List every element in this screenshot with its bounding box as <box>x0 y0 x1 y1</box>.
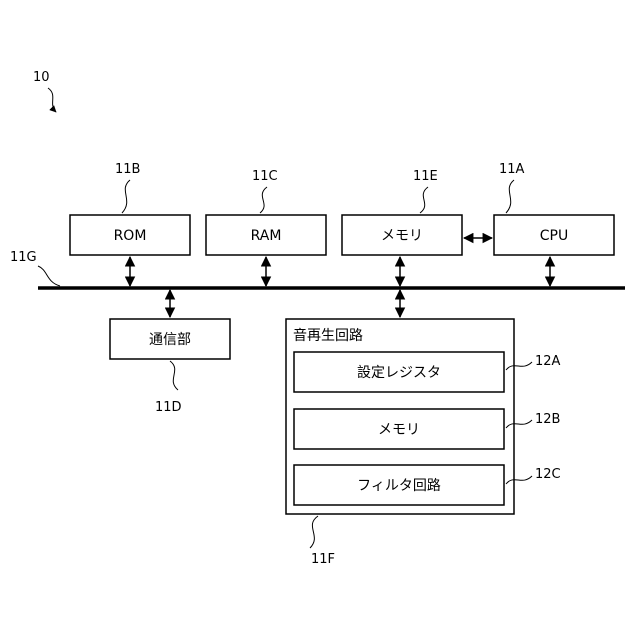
filter-circuit-block: フィルタ回路 <box>294 465 504 505</box>
sound-ref-leader <box>310 516 318 548</box>
ram-block: RAM <box>206 215 326 255</box>
rom-label: ROM <box>114 228 147 244</box>
rom-ref: 11B <box>115 162 140 177</box>
sound-memory-block: メモリ <box>294 409 504 449</box>
comm-block: 通信部 <box>110 319 230 359</box>
cpu-ref: 11A <box>499 162 525 177</box>
cpu-ref-leader <box>506 180 514 213</box>
rom-ref-leader <box>122 180 130 213</box>
memory-label: メモリ <box>381 228 423 244</box>
filter-circuit-ref: 12C <box>535 467 561 482</box>
bus-ref: 11G <box>10 250 37 265</box>
figure-ref: 10 <box>33 70 50 85</box>
settings-register-label: 設定レジスタ <box>357 365 441 381</box>
comm-ref-leader <box>170 361 178 390</box>
filter-circuit-label: フィルタ回路 <box>357 478 441 494</box>
memory-ref-leader <box>420 187 428 213</box>
ram-label: RAM <box>251 228 282 244</box>
memory-ref: 11E <box>413 169 438 184</box>
sound-memory-ref: 12B <box>535 412 560 427</box>
figure-ref-arrow <box>48 88 56 112</box>
cpu-block: CPU <box>494 215 614 255</box>
memory-block: メモリ <box>342 215 462 255</box>
settings-register-block: 設定レジスタ <box>294 352 504 392</box>
rom-block: ROM <box>70 215 190 255</box>
comm-label: 通信部 <box>149 332 191 348</box>
sound-ref: 11F <box>311 552 335 567</box>
ram-ref: 11C <box>252 169 278 184</box>
cpu-label: CPU <box>540 228 568 244</box>
comm-ref: 11D <box>155 400 182 415</box>
settings-register-ref: 12A <box>535 354 561 369</box>
bus-ref-leader <box>38 266 60 286</box>
sound-circuit-title: 音再生回路 <box>293 327 363 344</box>
ram-ref-leader <box>260 187 267 213</box>
sound-memory-label: メモリ <box>378 422 420 438</box>
